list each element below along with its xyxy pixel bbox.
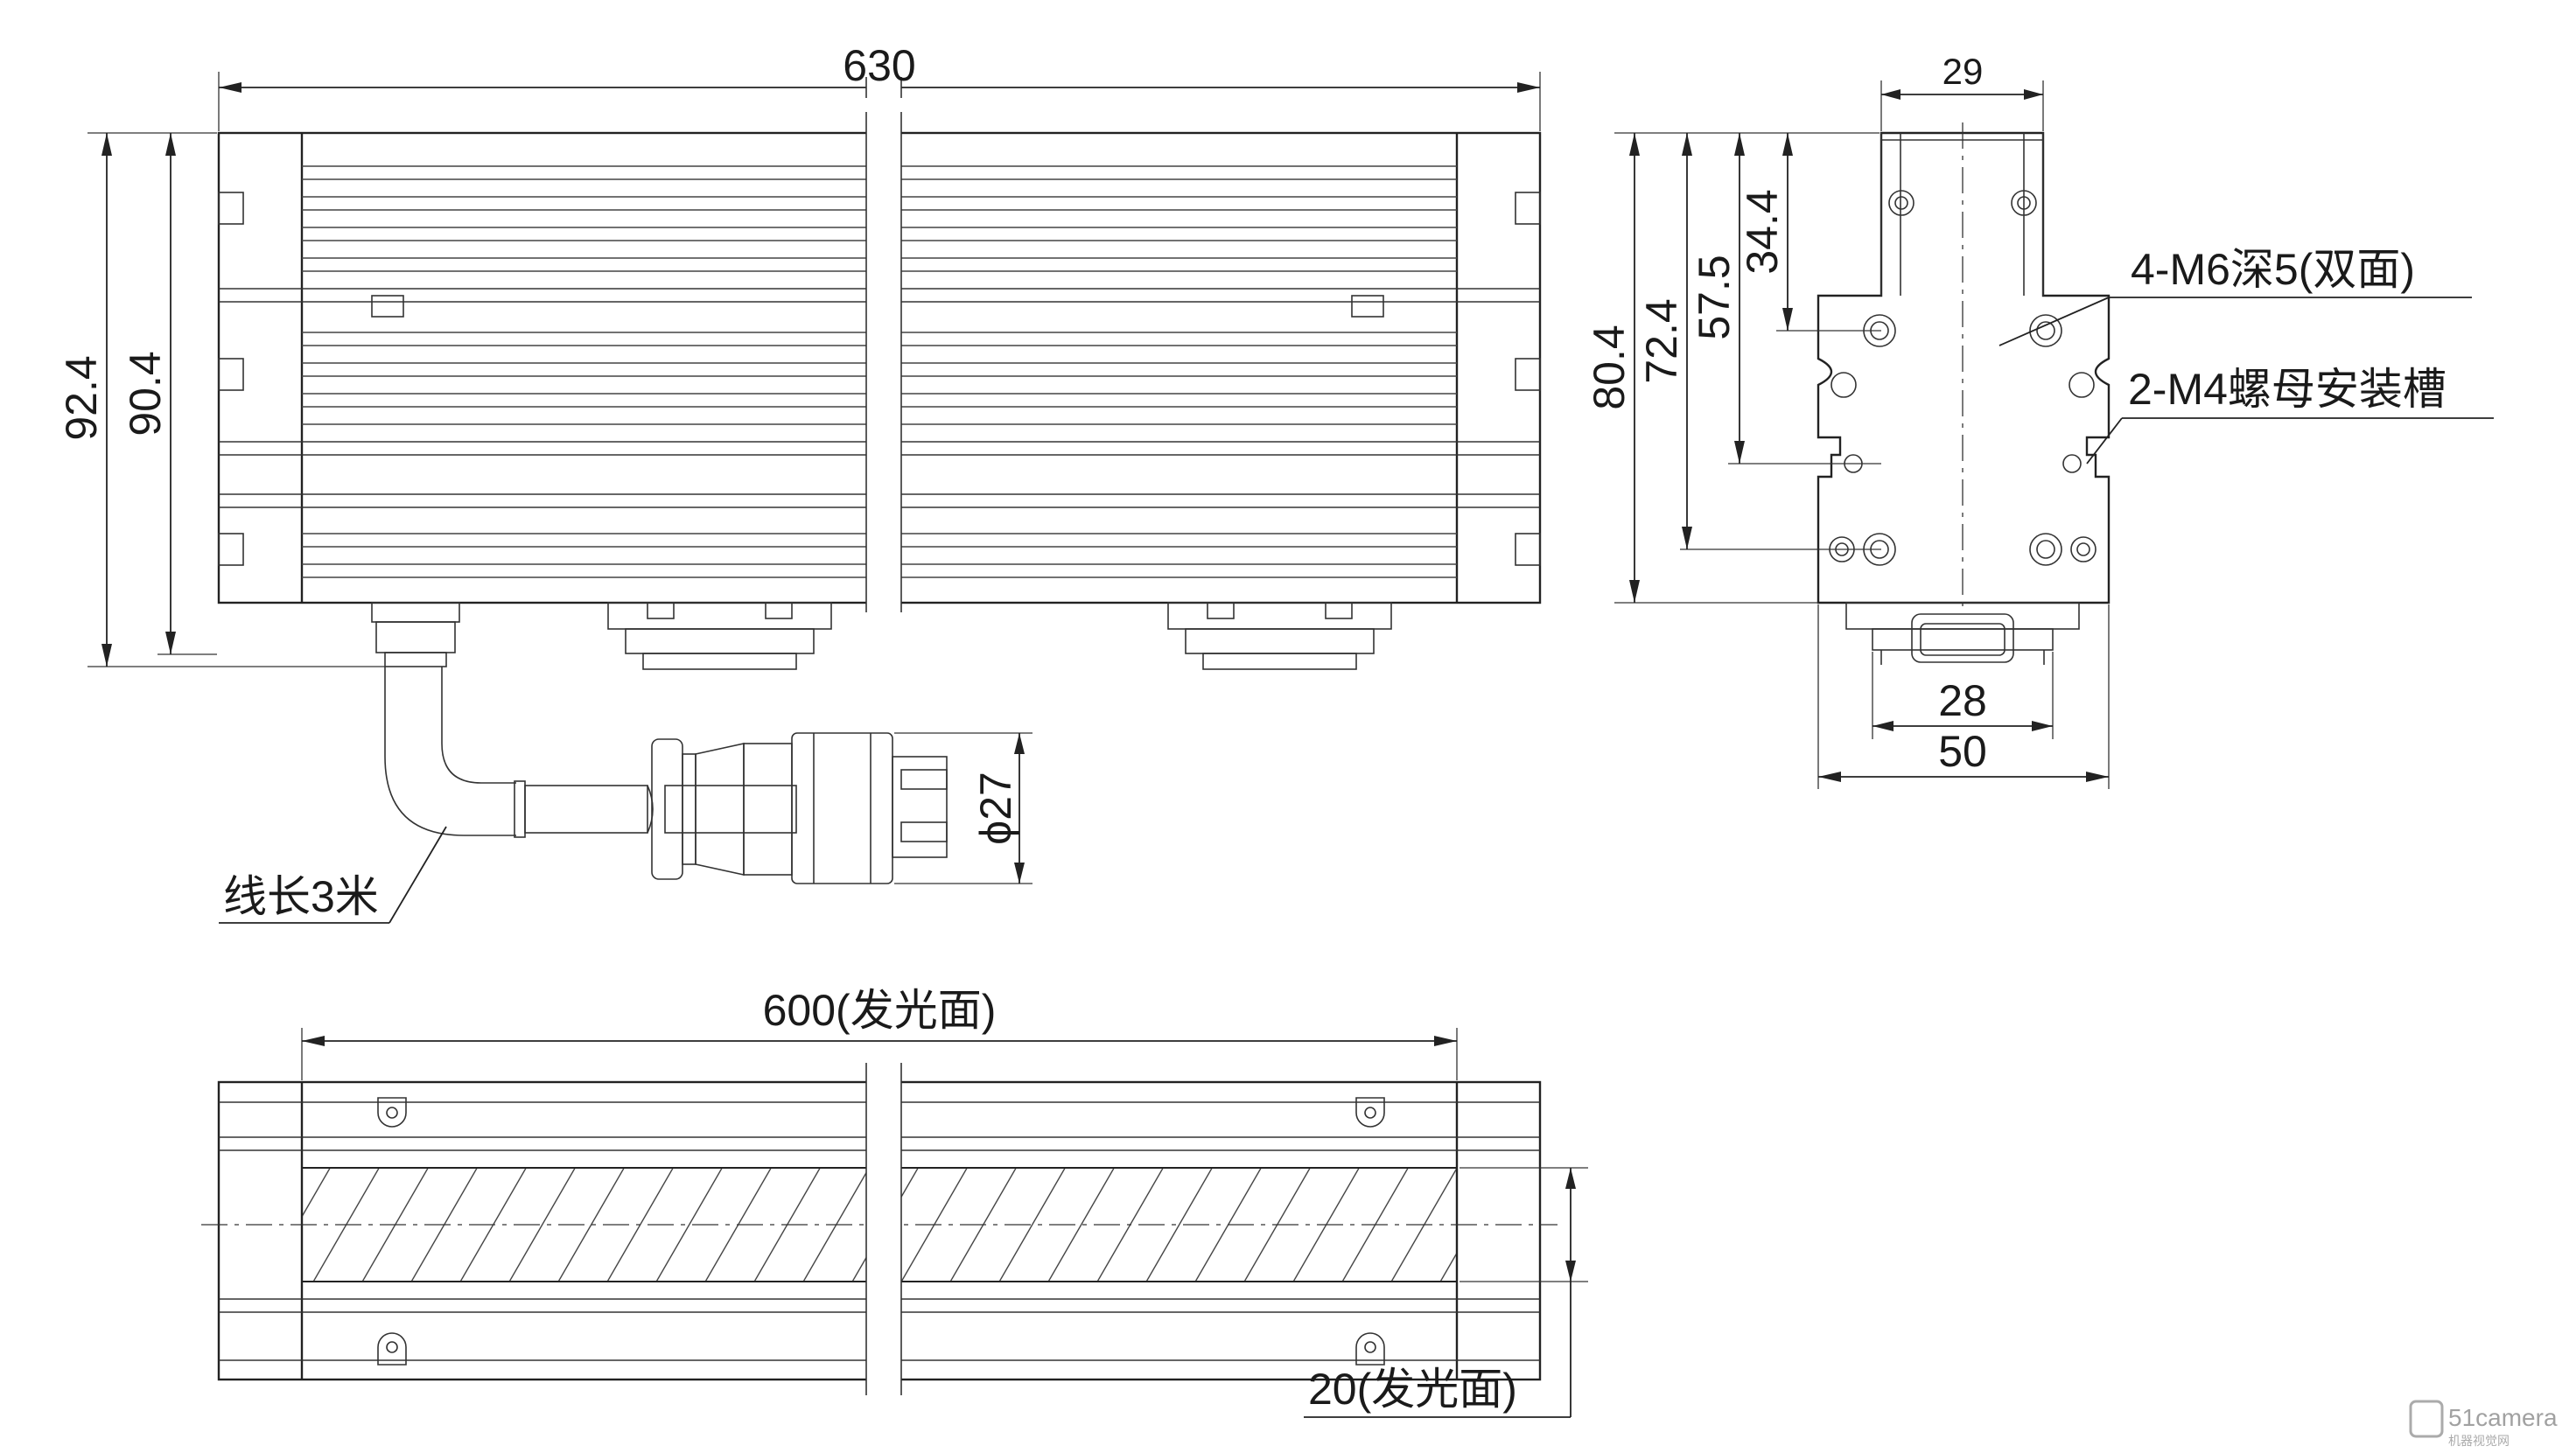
- height-34-label: 34.4: [1738, 189, 1787, 274]
- keyhole-slots: [377, 1097, 1385, 1366]
- emitting-width-label: 20(发光面): [1308, 1365, 1517, 1414]
- height-body-label: 90.4: [121, 351, 170, 436]
- front-view: 630 92.4 90.4 ϕ27 线长3米: [57, 41, 1542, 924]
- connector-diameter-label: ϕ27: [971, 772, 1020, 845]
- watermark-logo: 51camera 机器视觉网: [2409, 1400, 2558, 1448]
- cable: [384, 667, 516, 836]
- slot-spec-note: 2-M4螺母安装槽: [2128, 365, 2446, 414]
- height-57-label: 57.5: [1690, 255, 1739, 339]
- cable-length-note: 线长3米: [223, 872, 379, 921]
- bottom-view: 600(发光面) 20(发光面): [201, 986, 1588, 1418]
- bracket-width-label: 28: [1938, 676, 1987, 725]
- side-bracket: [1845, 602, 2080, 665]
- cable-gland: [371, 602, 460, 667]
- overall-length-label: 630: [843, 41, 915, 90]
- connector: [651, 732, 948, 884]
- top-width-label: 29: [1942, 51, 1984, 92]
- height-total-label: 92.4: [57, 355, 106, 440]
- emitting-length-label: 600(发光面): [763, 986, 997, 1035]
- mounting-bracket-left: [607, 602, 832, 670]
- side-view: 29 80.4 72.4 57.5 34.4 4-M6深5(双面) 2-M4螺母…: [1585, 51, 2494, 789]
- watermark-text: 51camera: [2448, 1404, 2558, 1431]
- hole-spec-note: 4-M6深5(双面): [2131, 245, 2415, 294]
- height-72-label: 72.4: [1637, 298, 1686, 383]
- watermark-subtext: 机器视觉网: [2448, 1434, 2510, 1448]
- base-width-label: 50: [1938, 727, 1987, 776]
- height-80-label: 80.4: [1585, 325, 1634, 409]
- side-profile-outline: [1816, 131, 2110, 604]
- mounting-bracket-right: [1167, 602, 1392, 670]
